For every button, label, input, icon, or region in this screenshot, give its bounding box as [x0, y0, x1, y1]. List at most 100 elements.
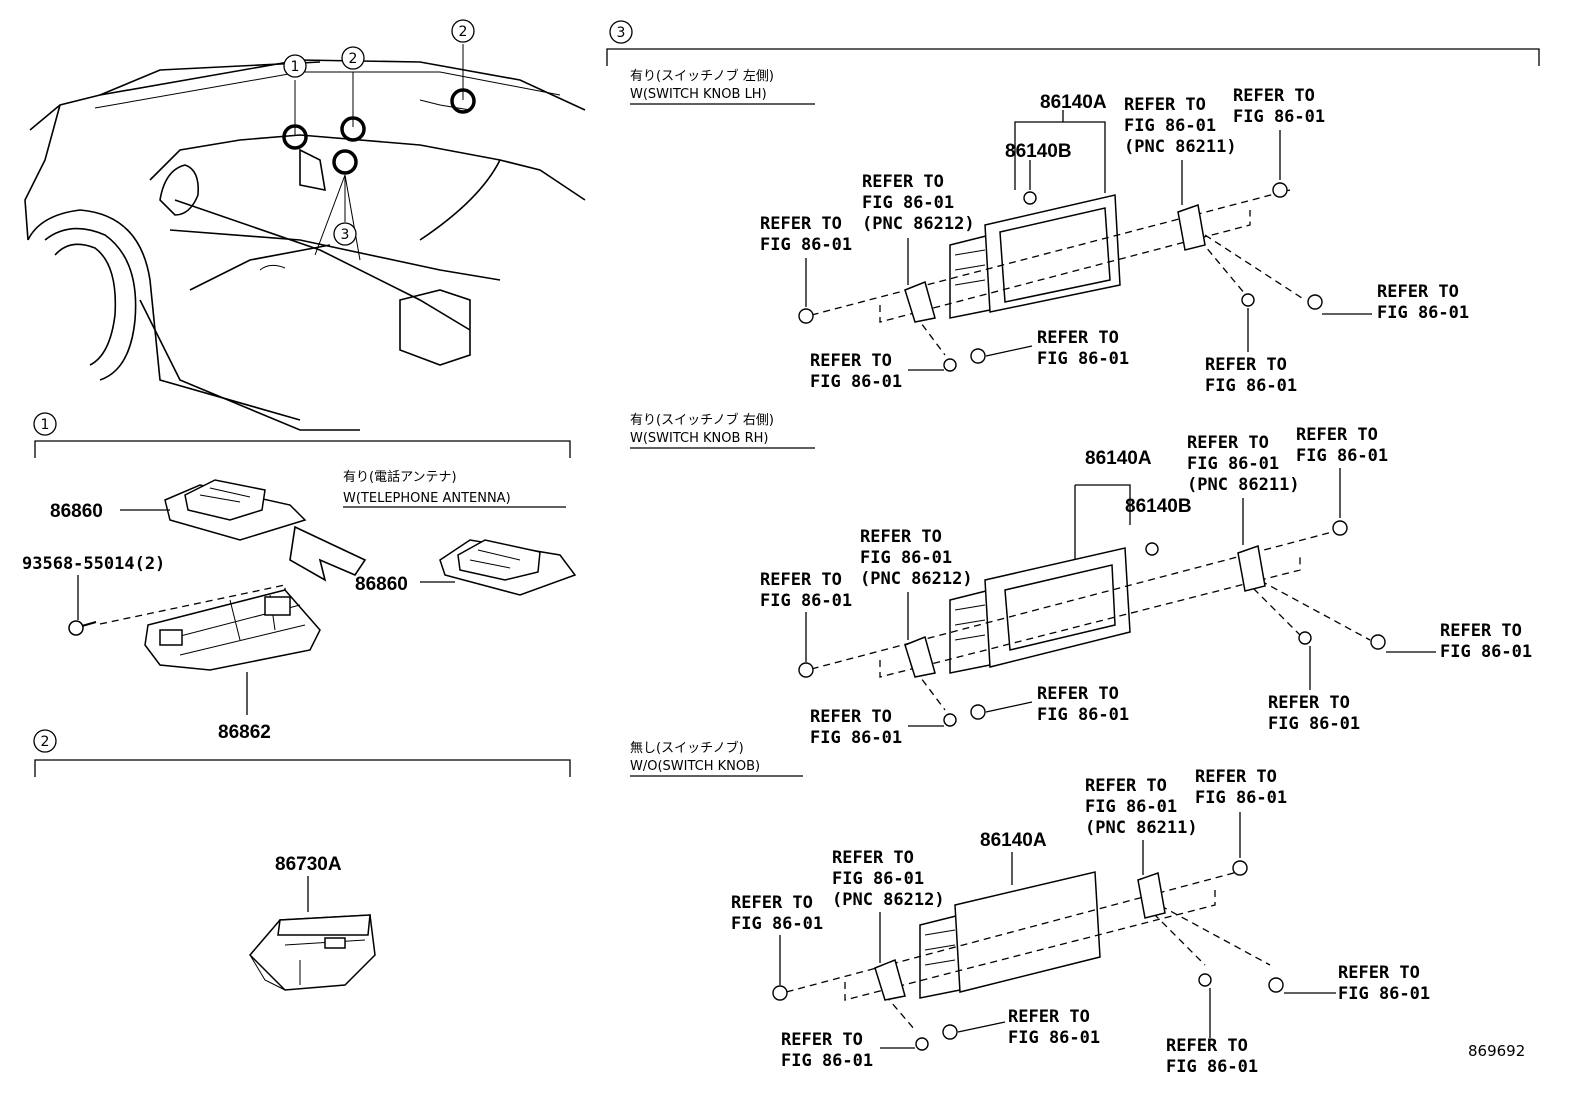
v2-leader [985, 701, 1033, 713]
v2-bolt-icon [798, 662, 814, 678]
part-number-86860-a[interactable]: 86860 [50, 501, 103, 522]
telephone-antenna-note-jp: 有り(電話アンテナ) [343, 469, 457, 485]
part-number-93568-55014[interactable]: 93568-55014(2) [22, 554, 165, 574]
svg-text:2: 2 [349, 51, 358, 67]
v2-ref-top-right[interactable]: REFER TO FIG 86-01 [1296, 425, 1388, 466]
section-2-bracket [34, 759, 571, 777]
v3-clip-a [874, 958, 906, 1001]
v1-leader-display [1014, 110, 1106, 193]
v1-ref-bottom-bolt[interactable]: REFER TO FIG 86-01 [1037, 328, 1129, 369]
v3-clip-b [1137, 872, 1166, 919]
v1-bolt-icon [970, 348, 986, 364]
v3-ref-bottom-bolt[interactable]: REFER TO FIG 86-01 [1008, 1007, 1100, 1048]
v2-ref-bracket-left[interactable]: REFER TO FIG 86-01 (PNC 86212) [860, 527, 973, 589]
v1-screw-icon [1241, 293, 1255, 307]
part-number-86730A[interactable]: 86730A [275, 854, 342, 875]
v1-ref-bracket-left[interactable]: REFER TO FIG 86-01 (PNC 86212) [862, 172, 975, 234]
v3-part-number-86140A[interactable]: 86140A [980, 830, 1047, 851]
v2-part-number-86140B[interactable]: 86140B [1125, 496, 1192, 517]
v1-ref-bottom-right[interactable]: REFER TO FIG 86-01 [1205, 355, 1297, 396]
v2-clip-a [904, 635, 936, 678]
v2-ref-left-bolt[interactable]: REFER TO FIG 86-01 [760, 570, 852, 611]
v3-ref-bottom-right[interactable]: REFER TO FIG 86-01 [1166, 1036, 1258, 1077]
v1-align-lines-2 [914, 234, 1306, 356]
svg-text:3: 3 [617, 25, 626, 41]
part-number-86862[interactable]: 86862 [218, 722, 271, 743]
v1-ref-top-right[interactable]: REFER TO FIG 86-01 [1233, 86, 1325, 127]
v2-screw-icon [943, 713, 957, 727]
antenna-unit-86860-b[interactable] [439, 539, 577, 596]
overview-callout-2b[interactable]: 2 [451, 19, 475, 43]
overview-callout-3[interactable]: 3 [333, 222, 357, 246]
v3-ref-right-bolt[interactable]: REFER TO FIG 86-01 [1338, 963, 1430, 1004]
v3-ref-display-right[interactable]: REFER TO FIG 86-01 (PNC 86211) [1085, 776, 1198, 838]
v2-clip-b [1237, 545, 1266, 592]
v1-bolt-icon [1307, 294, 1323, 310]
part-number-86860-b[interactable]: 86860 [355, 574, 408, 595]
svg-text:1: 1 [41, 417, 50, 433]
display-unit-variant-1[interactable] [949, 194, 1121, 319]
display-unit-variant-3[interactable] [919, 871, 1101, 999]
svg-text:2: 2 [41, 734, 50, 750]
v1-ref-right-bolt[interactable]: REFER TO FIG 86-01 [1377, 282, 1469, 323]
svg-text:2: 2 [459, 24, 468, 40]
bolt-icon [68, 620, 97, 636]
v2-ref-display-right[interactable]: REFER TO FIG 86-01 (PNC 86211) [1187, 433, 1300, 495]
v1-part-number-86140A[interactable]: 86140A [1040, 92, 1107, 113]
variant-1-note-jp: 有り(スイッチノブ 左側) [630, 68, 774, 84]
v2-cap-icon [1145, 542, 1159, 556]
v2-bolt-icon [1332, 520, 1348, 536]
v2-align-lines-2 [914, 574, 1371, 711]
overview-callout-2a[interactable]: 2 [341, 46, 365, 70]
v3-bolt-icon [942, 1024, 958, 1040]
v2-bolt-icon [1370, 634, 1386, 650]
v1-bolt-icon [798, 308, 814, 324]
variant-2-note-jp: 有り(スイッチノブ 右側) [630, 412, 774, 428]
v2-leader-display [1074, 484, 1131, 560]
variant-2-note-en: W(SWITCH KNOB RH) [630, 431, 768, 446]
v1-screw-icon [943, 358, 957, 372]
v2-part-number-86140A[interactable]: 86140A [1085, 448, 1152, 469]
svg-text:3: 3 [341, 227, 350, 243]
section-2-marker: 2 [33, 729, 57, 753]
v1-cap-icon [1023, 191, 1037, 205]
variant-3-note-en: W/O(SWITCH KNOB) [630, 759, 760, 774]
v3-ref-top-right[interactable]: REFER TO FIG 86-01 [1195, 767, 1287, 808]
bracket-86862[interactable] [144, 589, 321, 671]
v3-ref-left-bolt[interactable]: REFER TO FIG 86-01 [731, 893, 823, 934]
display-unit-variant-2[interactable] [949, 547, 1131, 674]
v1-ref-display-right[interactable]: REFER TO FIG 86-01 (PNC 86211) [1124, 95, 1237, 157]
diagram-id: 869692 [1468, 1042, 1525, 1060]
v3-ref-bracket-left[interactable]: REFER TO FIG 86-01 (PNC 86212) [832, 848, 945, 910]
v3-bolt-icon [772, 985, 788, 1001]
v2-align-lines [799, 529, 1341, 678]
overview-callout-1[interactable]: 1 [283, 54, 307, 78]
arrow-indicator [289, 525, 367, 582]
variant-1-note-en: W(SWITCH KNOB LH) [630, 87, 767, 102]
v3-ref-bottom-left[interactable]: REFER TO FIG 86-01 [781, 1030, 873, 1071]
v2-ref-bottom-bolt[interactable]: REFER TO FIG 86-01 [1037, 684, 1129, 725]
v1-leader [985, 345, 1033, 357]
v1-bolt-icon [1272, 182, 1288, 198]
v1-align-lines [799, 189, 1291, 323]
v3-leader [957, 1021, 1006, 1033]
bolt-alignment-line [99, 584, 286, 625]
v1-ref-bottom-left[interactable]: REFER TO FIG 86-01 [810, 351, 902, 392]
v3-bolt-icon [1268, 977, 1284, 993]
v1-ref-left-bolt[interactable]: REFER TO FIG 86-01 [760, 214, 852, 255]
v3-align-lines [774, 869, 1246, 1001]
section-1-marker: 1 [33, 412, 57, 436]
v3-screw-icon [915, 1037, 929, 1051]
section-3-marker: 3 [609, 20, 633, 44]
svg-text:1: 1 [291, 59, 300, 75]
module-86730A[interactable] [248, 914, 376, 991]
antenna-unit-86860-a[interactable] [164, 479, 307, 541]
v2-ref-bottom-left[interactable]: REFER TO FIG 86-01 [810, 707, 902, 748]
v1-clip-b [1177, 204, 1206, 251]
v2-ref-right-bolt[interactable]: REFER TO FIG 86-01 [1440, 621, 1532, 662]
v2-screw-icon [1298, 631, 1312, 645]
v2-bolt-icon [970, 704, 986, 720]
v2-ref-bottom-right[interactable]: REFER TO FIG 86-01 [1268, 693, 1360, 734]
v1-part-number-86140B[interactable]: 86140B [1005, 141, 1072, 162]
